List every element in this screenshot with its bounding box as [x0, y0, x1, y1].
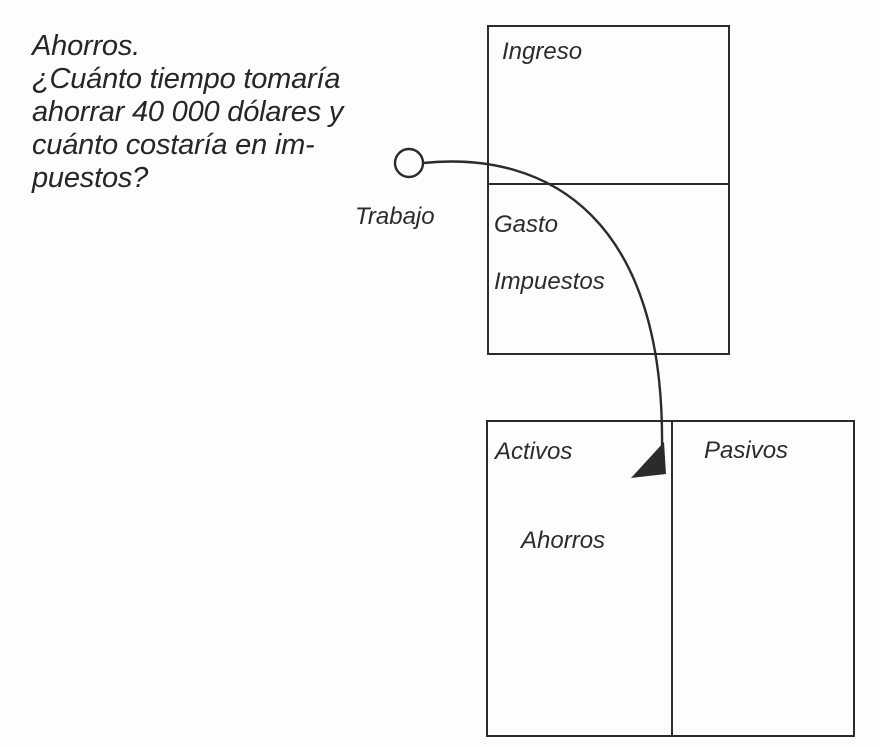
question-line-5: puestos?	[32, 162, 149, 194]
source-label: Trabajo	[355, 203, 435, 230]
question-line-1: Ahorros.	[32, 30, 140, 62]
source-node-circle	[393, 147, 425, 179]
savings-label: Ahorros	[521, 527, 606, 554]
expense-label: Gasto	[494, 211, 559, 238]
liabilities-box	[671, 420, 855, 737]
expense-box	[487, 183, 730, 355]
liabilities-label: Pasivos	[704, 437, 789, 464]
assets-label: Activos	[495, 438, 573, 465]
taxes-label: Impuestos	[494, 268, 605, 295]
flow-arrow-line	[422, 160, 664, 449]
question-text: Ahorros. ¿Cuánto tiempo tomaría ahorrar …	[32, 30, 402, 195]
arrowhead-icon	[631, 442, 666, 478]
question-line-2: ¿Cuánto tiempo tomaría	[32, 63, 341, 95]
income-label: Ingreso	[502, 38, 583, 65]
question-line-3: ahorrar 40 000 dólares y	[32, 96, 344, 128]
question-line-4: cuánto costaría en im-	[32, 129, 315, 161]
